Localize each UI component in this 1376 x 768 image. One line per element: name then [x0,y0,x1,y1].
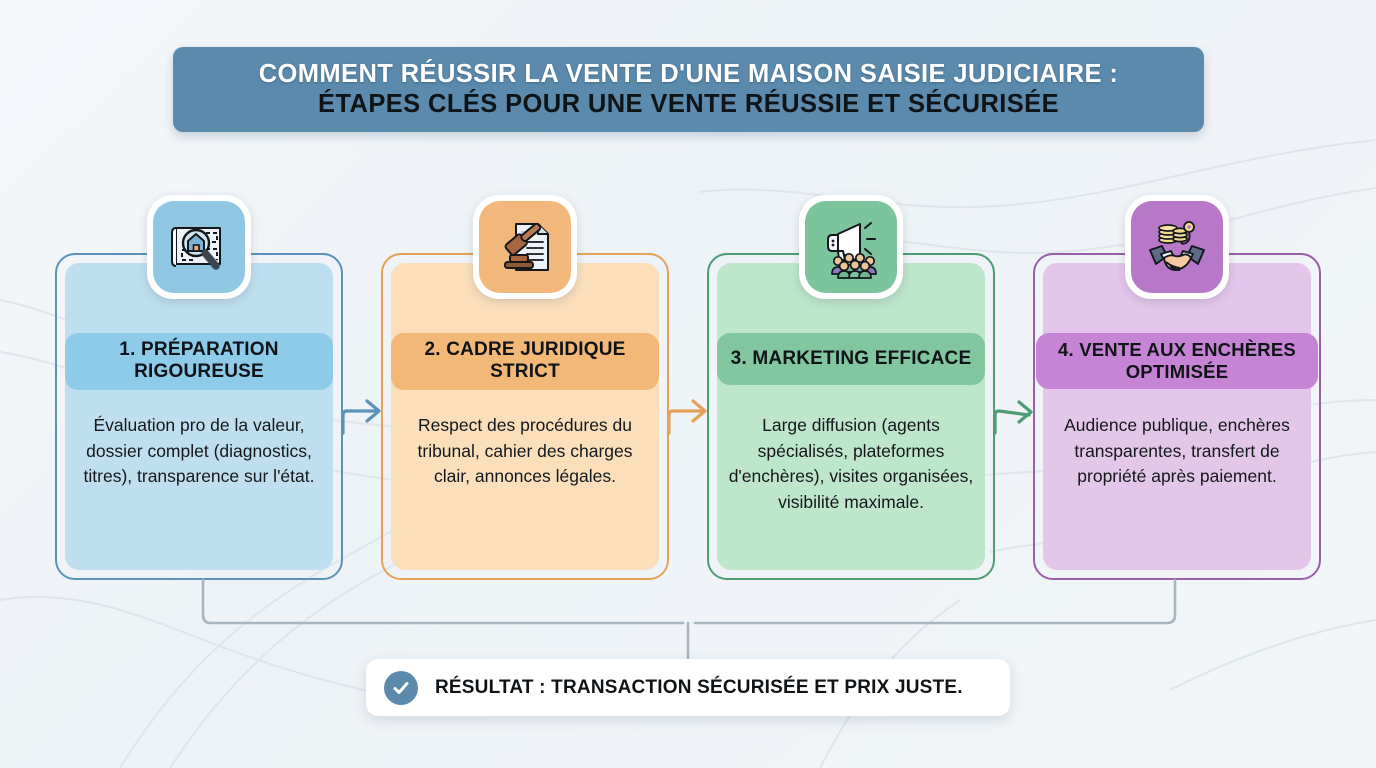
gavel-document-icon [504,222,549,271]
icon-tile [805,201,897,293]
step-card-cadre-juridique[interactable]: 2. CADRE JURIDIQUE STRICT Respect des pr… [381,253,669,580]
card-title-marketing: 3. MARKETING EFFICACE [717,333,985,385]
result-banner: RÉSULTAT : TRANSACTION SÉCURISÉE ET PRIX… [366,659,1010,716]
icon-tile [1131,201,1223,293]
page-title-banner: COMMENT RÉUSSIR LA VENTE D'UNE MAISON SA… [173,47,1204,132]
blueprint-house-magnifier-icon [171,227,221,271]
icon-tile [153,201,245,293]
card-inner-panel [717,263,985,570]
handshake-coins-key-icon [1149,221,1205,271]
step-card-vente-encheres[interactable]: 4. VENTE AUX ENCHÈRES OPTIMISÉE Audience… [1033,253,1321,580]
megaphone-crowd-icon [827,222,877,279]
card-title-preparation: 1. PRÉPARATION RIGOUREUSE [65,333,333,390]
check-glyph [393,681,409,694]
page-title-line-2: ÉTAPES CLÉS POUR UNE VENTE RÉUSSIE ET SÉ… [318,90,1059,118]
card-body-preparation: Évaluation pro de la valeur, dossier com… [83,415,315,487]
result-connector [201,578,1177,661]
icon-badge-vente-encheres [1125,195,1229,299]
card-body-marketing: Large diffusion (agents spécialisés, pla… [728,415,974,513]
arrow-connector-2-3 [667,399,707,435]
card-inner-panel [391,263,659,570]
arrow-connector-1-2 [341,399,381,435]
card-inner-panel [65,263,333,570]
card-title-cadre-juridique: 2. CADRE JURIDIQUE STRICT [391,333,659,390]
card-body-cadre-juridique: Respect des procédures du tribunal, cahi… [417,415,633,487]
icon-tile [479,201,571,293]
icon-badge-marketing [799,195,903,299]
check-circle-icon [384,670,418,705]
card-body-vente-encheres: Audience publique, enchères transparente… [1064,415,1290,487]
card-title-vente-encheres: 4. VENTE AUX ENCHÈRES OPTIMISÉE [1036,333,1318,389]
icon-badge-preparation [147,195,251,299]
card-inner-panel [1043,263,1311,570]
page-title-line-1: COMMENT RÉUSSIR LA VENTE D'UNE MAISON SA… [258,59,1119,88]
icon-badge-cadre-juridique [473,195,577,299]
arrow-connector-3-4 [993,400,1033,435]
result-text: RÉSULTAT : TRANSACTION SÉCURISÉE ET PRIX… [435,676,963,698]
step-card-preparation[interactable]: 1. PRÉPARATION RIGOUREUSE Évaluation pro… [55,253,343,580]
step-card-marketing[interactable]: 3. MARKETING EFFICACE Large diffusion (a… [707,253,995,580]
